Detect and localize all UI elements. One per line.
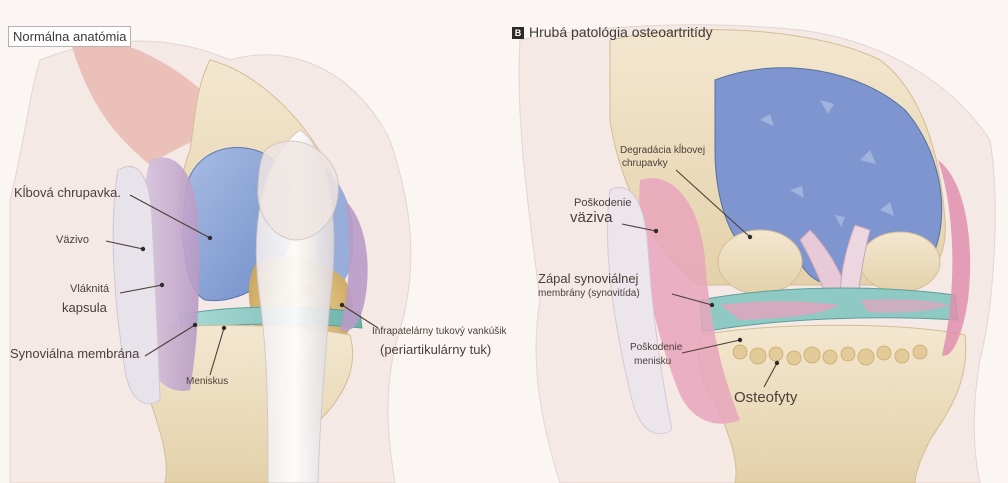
- right-title-text: Hrubá patológia osteoartritídy: [529, 24, 713, 40]
- label-fibrous-capsule-2: kapsula: [62, 301, 107, 316]
- label-fat-pad-1: Infrapatelárny tukový vankúšik: [372, 326, 507, 338]
- label-ligament: Väzivo: [56, 234, 89, 247]
- label-fibrous-capsule-1: Vláknitá: [70, 283, 109, 296]
- left-panel-title: Normálna anatómia: [8, 26, 131, 47]
- label-fat-pad-2: (periartikulárny tuk): [380, 343, 491, 358]
- label-meniscus: Meniskus: [186, 376, 228, 388]
- left-title-text: Normálna anatómia: [8, 26, 131, 47]
- label-cartilage-degradation-1: Degradácia kĺbovej: [620, 145, 705, 157]
- label-osteophytes: Osteofyty: [734, 389, 797, 406]
- label-ligament-damage-2: väziva: [570, 209, 613, 226]
- label-synovitis-1: Zápal synoviálnej: [538, 272, 638, 287]
- label-cartilage-degradation-2: chrupavky: [622, 158, 668, 170]
- label-ligament-damage-1: Poškodenie: [574, 197, 632, 210]
- label-meniscus-damage-2: menisku: [634, 356, 671, 368]
- panel-b-badge: B: [512, 27, 524, 39]
- label-synovitis-2: membrány (synovitída): [538, 288, 640, 300]
- label-synovial-membrane: Synoviálna membrána: [10, 347, 139, 362]
- right-panel-title: B Hrubá patológia osteoartritídy: [512, 24, 713, 40]
- label-articular-cartilage: Kĺbová chrupavka.: [14, 186, 121, 201]
- label-meniscus-damage-1: Poškodenie: [630, 342, 682, 354]
